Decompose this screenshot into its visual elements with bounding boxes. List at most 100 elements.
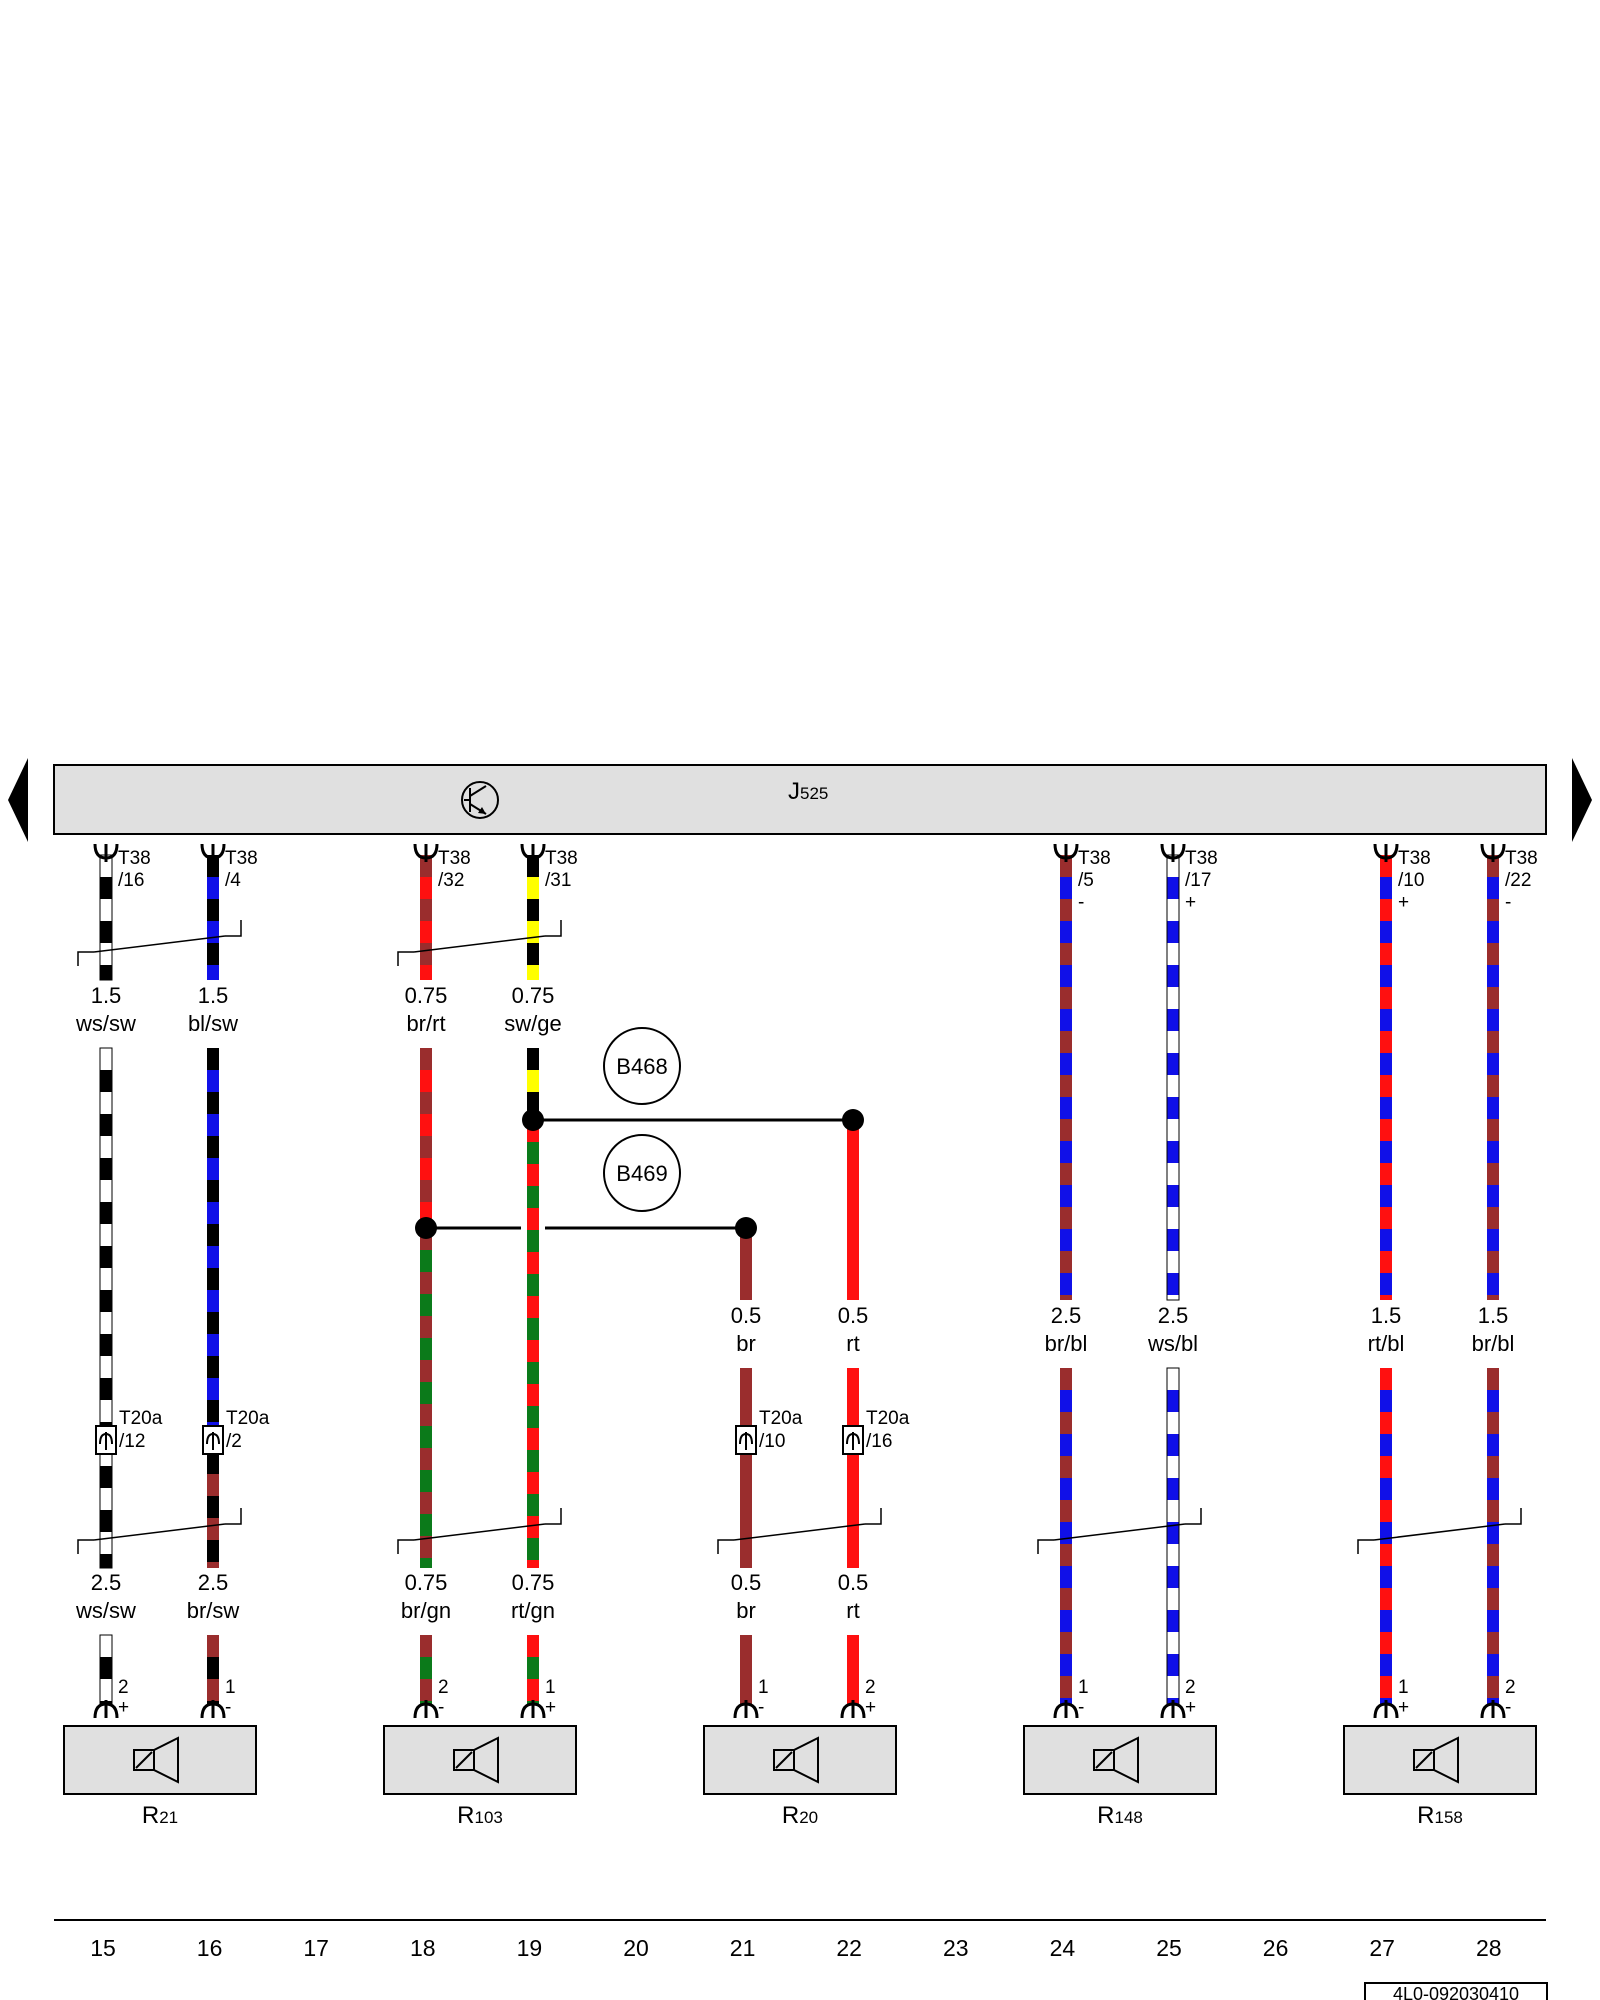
speaker-pin-sign: +	[545, 1697, 556, 1718]
splice-name: B468	[616, 1054, 667, 1079]
wire-segment-col-22	[847, 1368, 859, 1568]
speaker-pin: 1	[758, 1677, 769, 1698]
inline-connector-pin: /2	[226, 1431, 242, 1452]
connector-sign: +	[1398, 892, 1409, 913]
next-page-arrow-icon[interactable]	[1572, 758, 1592, 842]
wire-color: rt	[846, 1331, 859, 1356]
speaker-r21	[63, 1725, 257, 1795]
terminal-fork-icon	[733, 1700, 759, 1719]
wire-color: rt/bl	[1368, 1331, 1405, 1356]
wires-layer	[99, 854, 1499, 1706]
terminal-fork-icon	[200, 843, 226, 862]
inline-connector-id: T20a	[119, 1408, 163, 1429]
speaker-r148	[1023, 1725, 1217, 1795]
speaker-label: R20	[782, 1802, 818, 1829]
connector-id: T38	[1398, 848, 1431, 869]
speaker-label: R103	[457, 1802, 503, 1829]
terminal-fork-icon	[413, 1700, 439, 1719]
wire-segment-col-15	[99, 854, 113, 981]
grid-number: 28	[1476, 1935, 1502, 1961]
speaker-label: R148	[1097, 1802, 1143, 1829]
connector-pin: /17	[1185, 870, 1211, 891]
wire-segment-col-15	[99, 1634, 113, 1706]
wire-color: sw/ge	[504, 1011, 561, 1036]
harness-bracket	[77, 920, 242, 966]
wire-segment-col-28	[1487, 1368, 1499, 1705]
speaker-pin-sign: -	[1505, 1697, 1511, 1718]
inline-connector-pin: /10	[759, 1431, 785, 1452]
inline-connector-icon	[202, 1425, 224, 1455]
text-layer: T38/16T38/4T38/32T38/31T38/5-T38/17+T38/…	[75, 848, 1538, 1829]
speaker-pin: 1	[1398, 1677, 1409, 1698]
grid-number: 22	[836, 1935, 862, 1961]
speaker-pin: 1	[225, 1677, 236, 1698]
grid-number: 20	[623, 1935, 649, 1961]
speaker-r20	[703, 1725, 897, 1795]
control-module-j525	[53, 764, 1547, 835]
speaker-r103	[383, 1725, 577, 1795]
wire-gauge: 1.5	[1371, 1303, 1402, 1328]
speaker-pin-sign: +	[118, 1697, 129, 1718]
speaker-pin: 2	[1185, 1677, 1196, 1698]
splice-dot	[842, 1109, 864, 1131]
wire-segment-col-21	[740, 1635, 752, 1705]
speaker-pin-sign: +	[865, 1697, 876, 1718]
wire-color: br/bl	[1472, 1331, 1515, 1356]
connector-pin: /10	[1398, 870, 1424, 891]
wire-gauge: 0.5	[838, 1303, 869, 1328]
wire-segment-col-22	[847, 1120, 859, 1300]
connector-sign: -	[1078, 892, 1084, 913]
grid-number: 23	[943, 1935, 969, 1961]
wire-segment-col-24	[1060, 1368, 1072, 1705]
wire-gauge: 0.5	[731, 1570, 762, 1595]
terminal-fork-icon	[840, 1700, 866, 1719]
connector-pin: /4	[225, 870, 241, 891]
wire-segment-col-27	[1380, 855, 1392, 1300]
inline-connector-icon	[735, 1425, 757, 1455]
harness-bracket	[397, 1508, 562, 1554]
splice-name: B469	[616, 1161, 667, 1186]
connector-id: T38	[1185, 848, 1218, 869]
terminal-fork-icon	[1160, 1700, 1186, 1719]
connector-pin: /5	[1078, 870, 1094, 891]
terminal-fork-icon	[1053, 843, 1079, 862]
connector-sign: +	[1185, 892, 1196, 913]
wire-gauge: 0.5	[838, 1570, 869, 1595]
inline-connector-icon	[842, 1425, 864, 1455]
grid-number: 18	[410, 1935, 436, 1961]
harness-bracket	[77, 1508, 242, 1554]
speaker-label: R21	[142, 1802, 178, 1829]
wire-color: br/gn	[401, 1598, 451, 1623]
wire-gauge: 2.5	[198, 1570, 229, 1595]
terminal-fork-icon	[1373, 843, 1399, 862]
speaker-pin: 2	[1505, 1677, 1516, 1698]
speaker-pin: 1	[545, 1677, 556, 1698]
wire-color: br	[736, 1598, 756, 1623]
wire-color: ws/sw	[75, 1598, 136, 1623]
connector-pin: /16	[118, 870, 144, 891]
wire-color: br/bl	[1045, 1331, 1088, 1356]
speaker-pin-sign: -	[1078, 1697, 1084, 1718]
prev-page-arrow-icon[interactable]	[8, 758, 28, 842]
wire-segment-col-28	[1487, 855, 1499, 1300]
speaker-pin-sign: +	[1185, 1697, 1196, 1718]
wire-gauge: 1.5	[1478, 1303, 1509, 1328]
wire-color: ws/bl	[1147, 1331, 1198, 1356]
speaker-icon	[1093, 1736, 1139, 1784]
wire-color: rt	[846, 1598, 859, 1623]
connector-sign: -	[1505, 892, 1511, 913]
wire-gauge: 2.5	[1051, 1303, 1082, 1328]
inline-connector-pin: /12	[119, 1431, 145, 1452]
inline-connector-id: T20a	[759, 1408, 803, 1429]
speaker-r158	[1343, 1725, 1537, 1795]
wire-segment-col-25	[1166, 1367, 1180, 1706]
wire-gauge: 1.5	[91, 983, 122, 1008]
transistor-icon	[461, 781, 499, 819]
wire-segment-col-22	[847, 1635, 859, 1705]
speaker-pin-sign: -	[438, 1697, 444, 1718]
connector-pin: /22	[1505, 870, 1531, 891]
terminal-fork-icon	[93, 843, 119, 862]
speaker-pin-sign: +	[1398, 1697, 1409, 1718]
